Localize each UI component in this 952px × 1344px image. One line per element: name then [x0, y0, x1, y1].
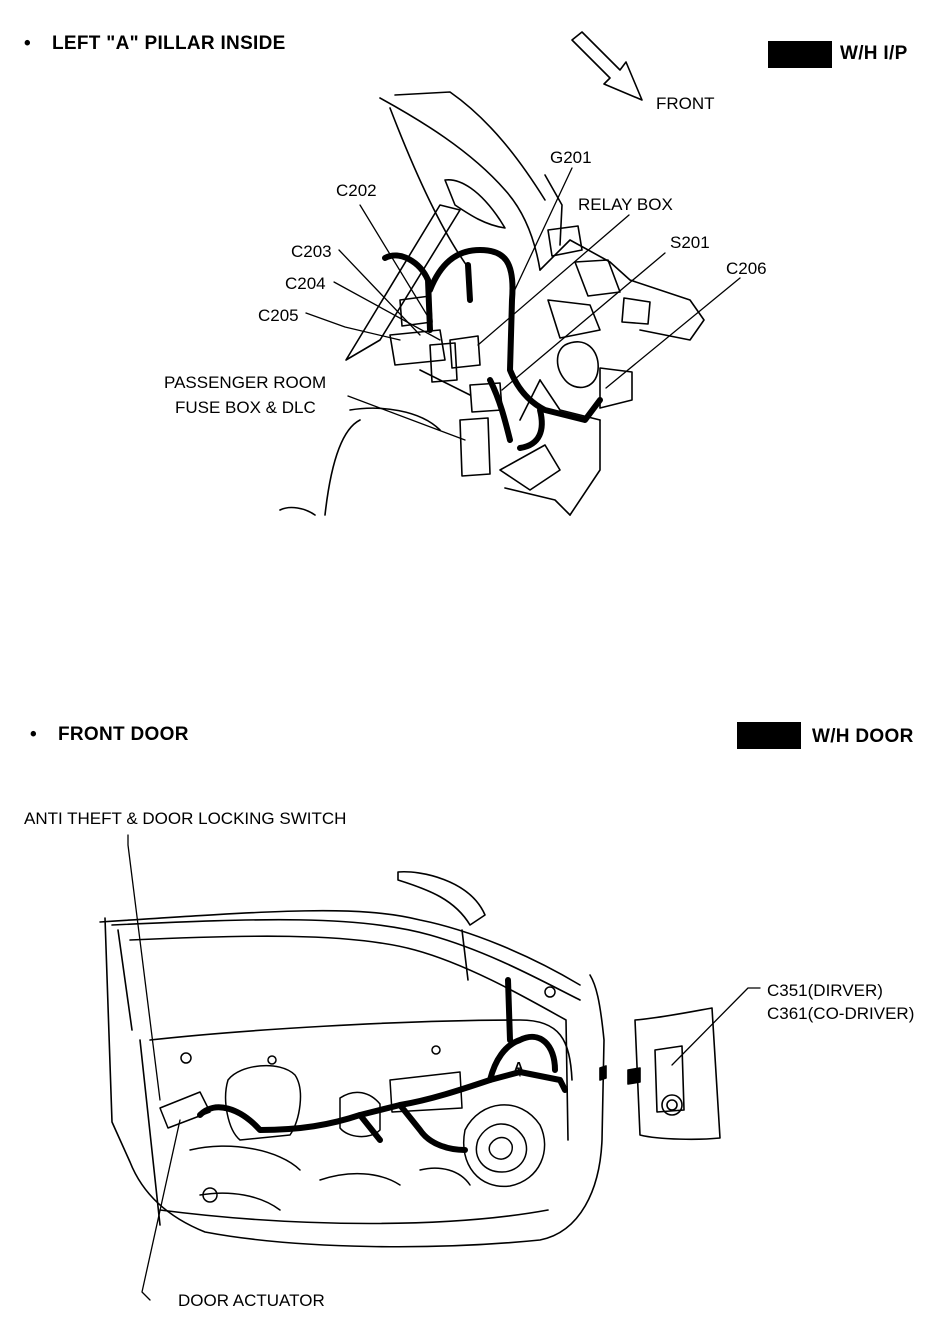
- door-harness: [197, 977, 568, 1153]
- harness-label-door: W/H DOOR: [812, 726, 914, 747]
- label-c206: C206: [726, 259, 767, 278]
- harness-color-badge-door: [737, 722, 801, 749]
- front-label: FRONT: [656, 94, 715, 113]
- leader-lines-ip: [305, 167, 741, 441]
- fuse-box-and-connectors: [389, 295, 503, 477]
- label-fuse-box-line2: FUSE BOX & DLC: [175, 398, 316, 417]
- bullet: •: [24, 33, 31, 54]
- point-a-label: A: [514, 1059, 524, 1074]
- label-c204: C204: [285, 274, 326, 293]
- label-c205: C205: [258, 306, 299, 325]
- harness-color-badge-ip: [768, 41, 832, 68]
- a-pillar-body: [279, 91, 563, 516]
- ip-harness: [382, 247, 603, 451]
- label-fuse-box-line1: PASSENGER ROOM: [164, 373, 327, 392]
- front-arrow-icon: [571, 31, 643, 101]
- label-c361-codriver: C361(CO-DRIVER): [767, 1004, 915, 1023]
- label-c202: C202: [336, 181, 377, 200]
- section-title-a-pillar: LEFT "A" PILLAR INSIDE: [52, 33, 286, 54]
- section-title-front-door: FRONT DOOR: [58, 724, 189, 745]
- door-connector-detail: [599, 1007, 721, 1141]
- label-relay-box: RELAY BOX: [578, 195, 673, 214]
- relay-box-area: [499, 225, 705, 516]
- harness-label-ip: W/H I/P: [840, 43, 908, 64]
- bullet: •: [30, 724, 37, 745]
- label-door-actuator: DOOR ACTUATOR: [178, 1291, 325, 1310]
- door-inner-panel: [159, 986, 556, 1211]
- label-c351-driver: C351(DIRVER): [767, 981, 883, 1000]
- front-door-outline: [99, 870, 605, 1248]
- label-g201: G201: [550, 148, 592, 167]
- label-anti-theft-switch: ANTI THEFT & DOOR LOCKING SWITCH: [24, 809, 347, 828]
- leader-lines-door: [127, 834, 761, 1301]
- label-s201: S201: [670, 233, 710, 252]
- label-c203: C203: [291, 242, 332, 261]
